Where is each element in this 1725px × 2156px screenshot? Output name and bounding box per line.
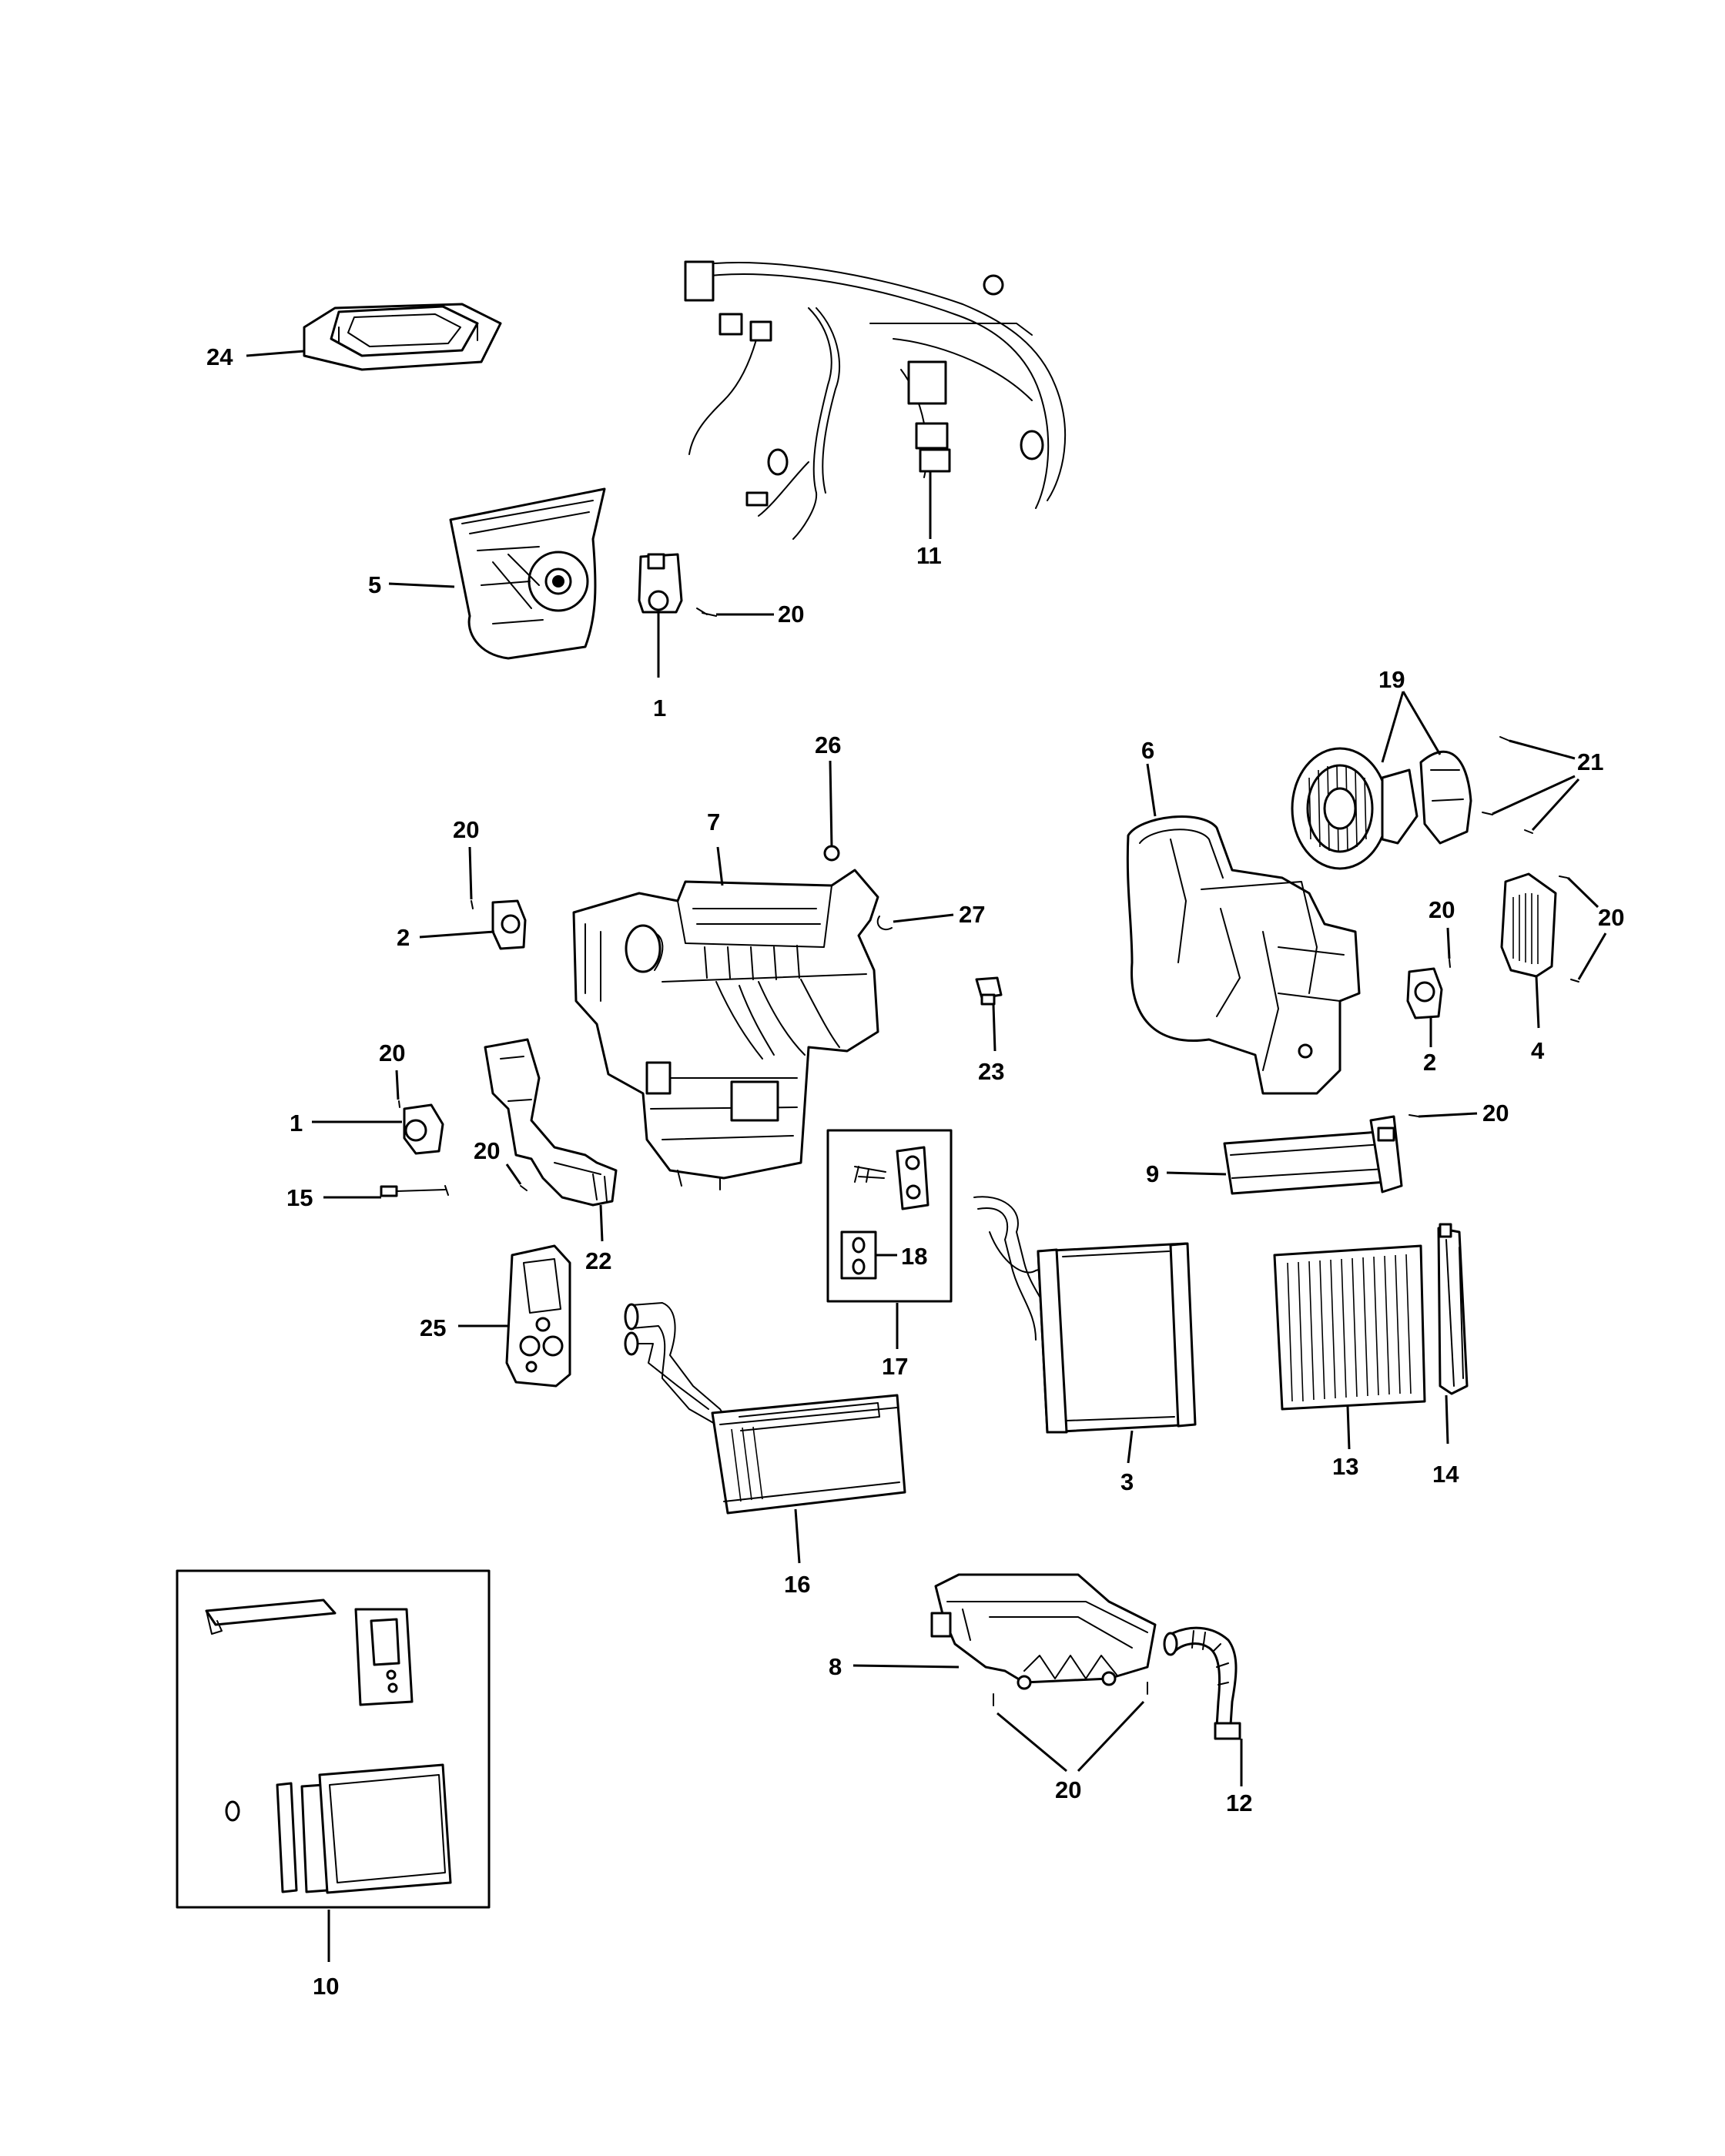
actuator-icon: [638, 553, 683, 614]
callout-2-right: 2: [1423, 1049, 1436, 1076]
drain-hose-icon: [1163, 1626, 1241, 1740]
blower-housing-lower-icon: [1126, 815, 1361, 1095]
screw-icon: [1408, 1114, 1419, 1117]
callout-10: 10: [313, 1973, 339, 2000]
callout-19: 19: [1378, 666, 1405, 693]
callout-20-left-mid: 20: [379, 1040, 405, 1066]
callout-21: 21: [1577, 748, 1603, 775]
screw-icon: [1570, 979, 1579, 983]
duct-icon: [484, 1038, 618, 1207]
resistor-icon: [1500, 872, 1557, 978]
callout-20-top: 20: [778, 601, 804, 628]
duct-gasket-icon: [303, 303, 502, 371]
blower-motor-icon: [1291, 747, 1472, 870]
screw-icon: [520, 1185, 528, 1191]
grommet-icon: [823, 845, 840, 862]
heater-core-icon: [624, 1302, 906, 1515]
expansion-valve-icon: [854, 1146, 929, 1210]
callout-5: 5: [368, 571, 381, 598]
actuator-icon: [1406, 967, 1443, 1019]
callout-6: 6: [1141, 737, 1154, 764]
callout-1-top: 1: [653, 695, 666, 721]
callout-4: 4: [1531, 1037, 1545, 1064]
callout-22: 22: [585, 1247, 611, 1274]
seal-plate-icon: [505, 1244, 571, 1388]
blower-housing-upper-icon: [449, 487, 606, 660]
callout-17: 17: [882, 1353, 908, 1380]
callout-3: 3: [1120, 1468, 1134, 1495]
actuator-icon: [491, 899, 527, 950]
cabin-filter-icon: [1273, 1244, 1426, 1411]
callout-27: 27: [959, 901, 985, 928]
screw-icon: [696, 608, 717, 617]
callout-1-left: 1: [290, 1110, 303, 1137]
screw-icon: [398, 1100, 400, 1108]
callout-26: 26: [815, 732, 841, 758]
callout-20-right-mid: 20: [1429, 896, 1455, 923]
screw-icon: [1559, 875, 1568, 879]
callout-20-left-top: 20: [453, 816, 479, 843]
callout-11: 11: [916, 542, 942, 569]
screw-icon: [471, 900, 474, 909]
callout-13: 13: [1332, 1453, 1358, 1480]
hvac-housing-icon: [572, 869, 879, 1190]
clip-icon: [876, 916, 893, 931]
callout-24: 24: [206, 343, 233, 370]
evaporator-icon: [973, 1196, 1197, 1434]
o-ring-icon: [852, 1237, 866, 1254]
lower-case-icon: [930, 1573, 1157, 1690]
screw-icon: [1482, 736, 1533, 834]
callout-7: 7: [707, 808, 720, 835]
actuator-icon: [403, 1103, 444, 1155]
o-ring-icon: [852, 1258, 866, 1275]
callout-8: 8: [829, 1653, 842, 1680]
callout-14: 14: [1432, 1461, 1459, 1488]
callout-20-bottom: 20: [1055, 1776, 1081, 1803]
callout-9: 9: [1146, 1160, 1159, 1187]
filter-door-icon: [1437, 1223, 1469, 1395]
callout-20-heater: 20: [1482, 1100, 1509, 1127]
screw-icon: [380, 1185, 449, 1197]
sensor-icon: [975, 976, 1003, 1006]
wiring-harness-icon: [684, 260, 1067, 540]
callout-16: 16: [784, 1571, 810, 1598]
callout-12: 12: [1226, 1789, 1252, 1816]
callout-2-left: 2: [397, 924, 410, 951]
callout-20-duct: 20: [474, 1137, 500, 1164]
callout-20-right-top: 20: [1598, 904, 1624, 931]
screw-icon: [1449, 959, 1451, 968]
callout-25: 25: [420, 1314, 446, 1341]
seal-kit-icon: [205, 1599, 452, 1894]
callout-18: 18: [901, 1243, 927, 1270]
callout-15: 15: [286, 1184, 313, 1211]
callout-23: 23: [978, 1058, 1004, 1085]
ptc-heater-icon: [1223, 1115, 1403, 1195]
